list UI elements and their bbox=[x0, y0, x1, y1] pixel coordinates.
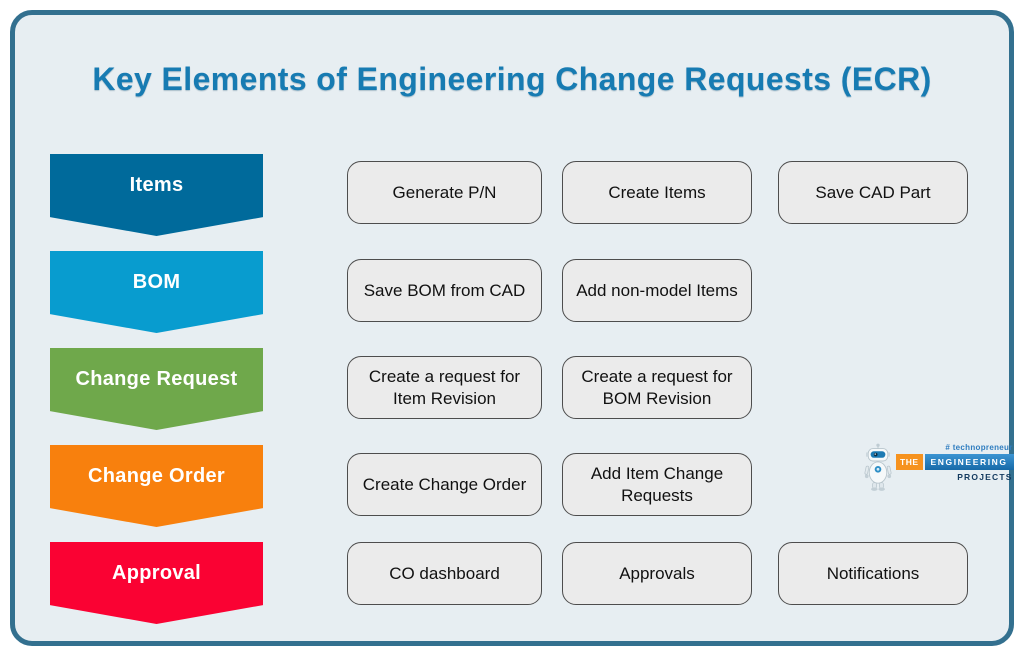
task-box-approvals: Approvals bbox=[562, 542, 752, 605]
brand-badges: THE ENGINEERING bbox=[896, 454, 1014, 470]
brand-word-projects: PROJECTS bbox=[957, 472, 1013, 482]
stage-chevron-change-order: Change Order bbox=[50, 445, 263, 527]
task-box-generate-pn: Generate P/N bbox=[347, 161, 542, 224]
task-box-create-change-order: Create Change Order bbox=[347, 453, 542, 516]
stage-label-items: Items bbox=[129, 174, 184, 196]
stage-chevron-change-request: Change Request bbox=[50, 348, 263, 430]
brand-hashtag: # technopreneur bbox=[945, 443, 1013, 452]
task-box-add-item-change-requests: Add Item Change Requests bbox=[562, 453, 752, 516]
stage-chevron-bom: BOM bbox=[50, 251, 263, 333]
page-title: Key Elements of Engineering Change Reque… bbox=[92, 61, 932, 97]
task-box-save-cad-part: Save CAD Part bbox=[778, 161, 968, 224]
stage-label-change-request: Change Request bbox=[75, 368, 238, 390]
stage-chevron-approval: Approval bbox=[50, 542, 263, 624]
stage-label-bom: BOM bbox=[132, 271, 181, 293]
task-box-co-dashboard: CO dashboard bbox=[347, 542, 542, 605]
task-box-notifications: Notifications bbox=[778, 542, 968, 605]
brand-logo: # technopreneur THE ENGINEERING PROJECTS bbox=[864, 441, 1014, 495]
task-box-request-bom-revision: Create a request for BOM Revision bbox=[562, 356, 752, 419]
task-box-save-bom-from-cad: Save BOM from CAD bbox=[347, 259, 542, 322]
task-box-create-items: Create Items bbox=[562, 161, 752, 224]
stage-label-change-order: Change Order bbox=[88, 465, 225, 487]
task-box-request-item-revision: Create a request for Item Revision bbox=[347, 356, 542, 419]
brand-word-engineering: ENGINEERING bbox=[924, 454, 1014, 470]
brand-logo-text: # technopreneur THE ENGINEERING PROJECTS bbox=[896, 441, 1014, 482]
robot-mascot-icon bbox=[864, 443, 892, 491]
brand-word-the: THE bbox=[896, 454, 923, 470]
stage-chevron-items: Items bbox=[50, 154, 263, 236]
stage-label-approval: Approval bbox=[111, 562, 202, 584]
task-box-add-non-model-items: Add non-model Items bbox=[562, 259, 752, 322]
diagram-card: Key Elements of Engineering Change Reque… bbox=[10, 10, 1014, 646]
